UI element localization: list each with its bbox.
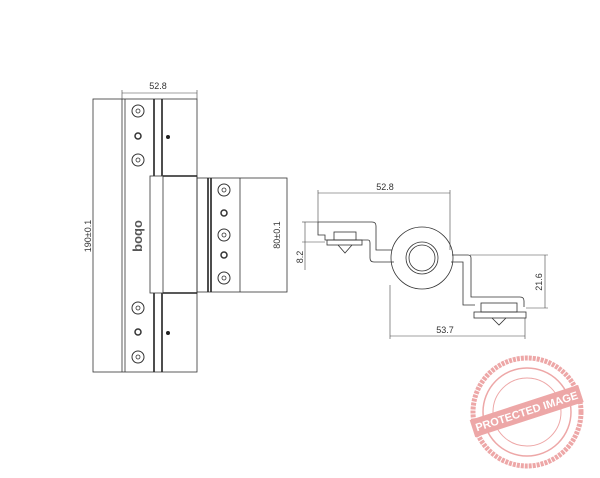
offset-dimension: 8.2 (295, 251, 305, 264)
height-dimension: 190±0.1 (83, 220, 93, 252)
knuckle-circle (390, 226, 454, 290)
knuckle (149, 175, 198, 294)
lower-width-dimension: 53.7 (436, 325, 454, 335)
side-width-dimension: 52.8 (376, 182, 394, 192)
width-dimension: 52.8 (149, 81, 167, 91)
logo-boqo: boqo (130, 220, 145, 252)
right-leaf-outline (196, 177, 288, 293)
left-leaf-outline (92, 98, 198, 373)
front-view: boqo 52.8 190±0.1 80±0.1 (83, 81, 288, 373)
stamp-text: PROTECTED IMAGE (474, 390, 579, 434)
protected-image-stamp: PROTECTED IMAGE (469, 355, 584, 469)
depth-dimension: 21.6 (534, 273, 544, 291)
screw-holes (131, 104, 231, 364)
knuckle-height-dimension: 80±0.1 (272, 221, 282, 248)
side-view: 52.8 8.2 21.6 53.7 (295, 182, 548, 339)
